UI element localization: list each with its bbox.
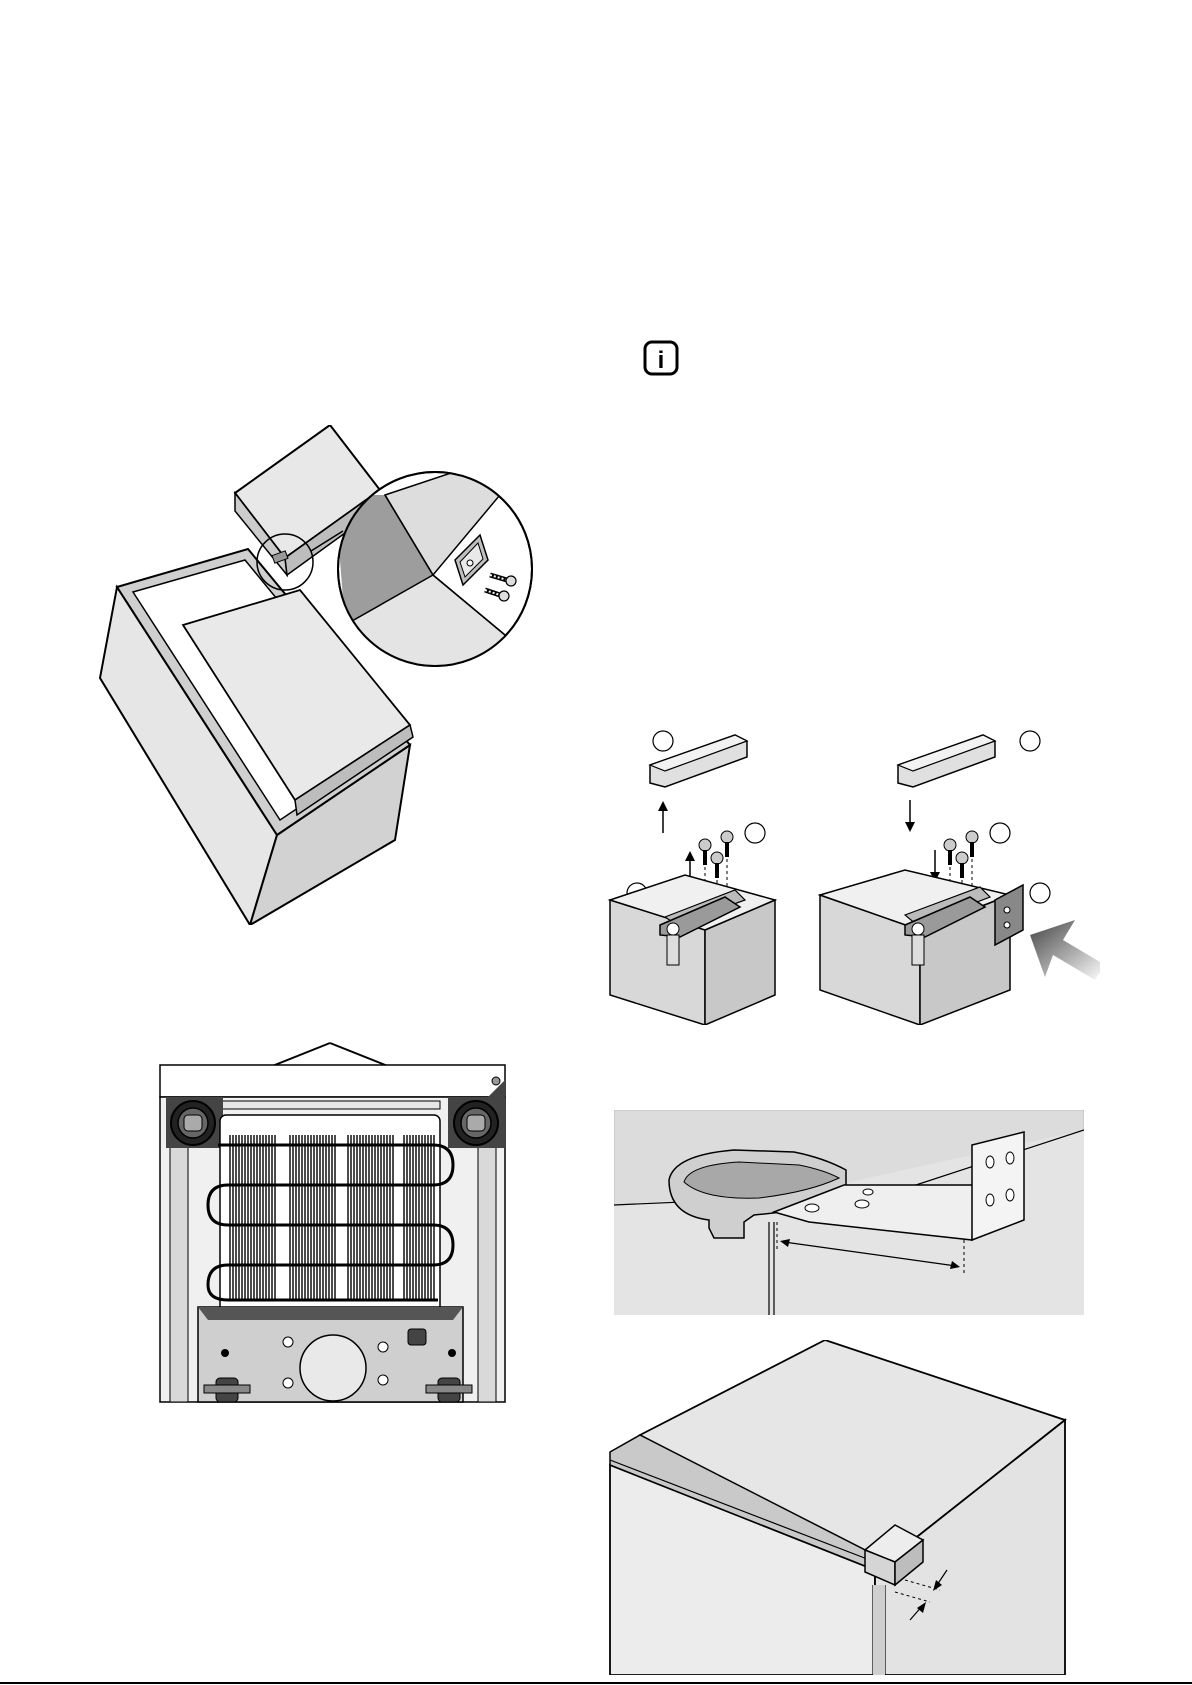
page-footer-rule: [0, 1682, 1192, 1684]
hinge-bracket-detail-figure: [614, 1110, 1084, 1315]
screw-icon: [721, 831, 733, 857]
hinge-removal-group: [610, 731, 775, 1025]
hinge-installation-group: [820, 731, 1100, 1025]
freezer-top-corner-figure: [605, 1340, 1075, 1675]
info-icon: i: [643, 340, 679, 376]
screw-icon: [699, 839, 711, 865]
freezer-rear-figure: [158, 1035, 508, 1405]
info-icon-glyph: i: [658, 347, 665, 374]
compressor-dome: [300, 1335, 366, 1401]
screw-icon: [966, 831, 978, 857]
rear-foot-left: [166, 1097, 223, 1148]
push-arrow-icon: [1030, 920, 1100, 980]
screw-icon: [944, 839, 956, 865]
screw-icon: [956, 852, 968, 878]
freezer-lid-open-figure: [95, 425, 585, 925]
screw-icon: [711, 852, 723, 878]
hinge-reversal-figure: [605, 725, 1100, 1025]
